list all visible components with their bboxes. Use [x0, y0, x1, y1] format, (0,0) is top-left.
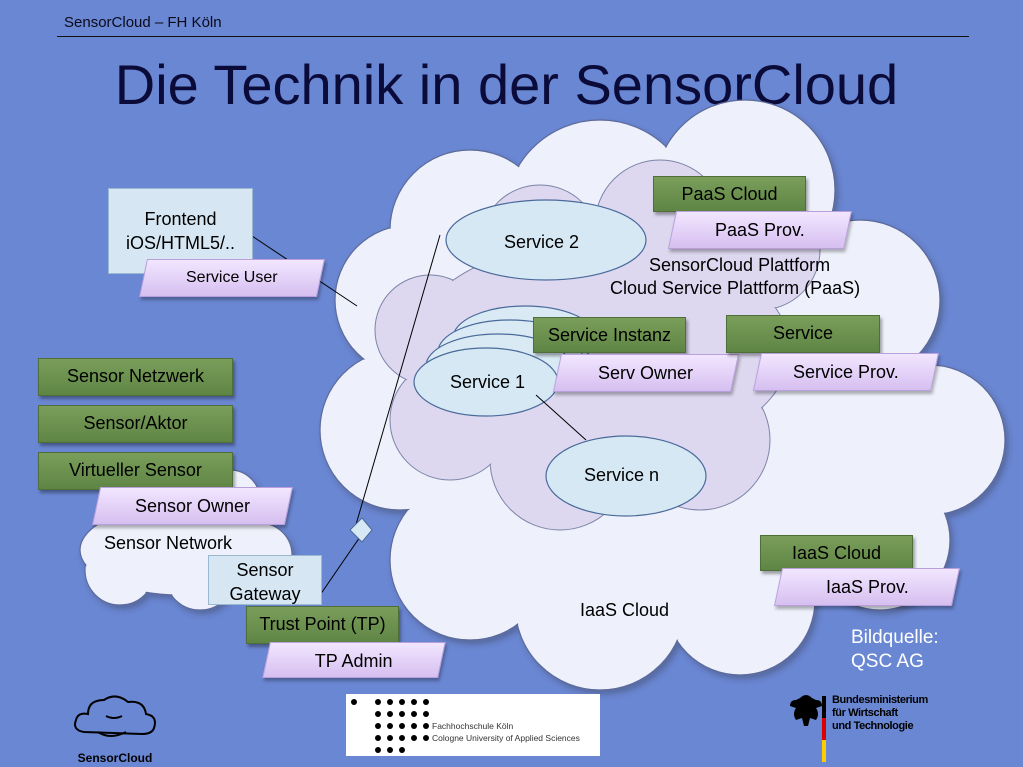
sensor-gateway-line2: Gateway [229, 584, 301, 604]
service2-label: Service 2 [504, 232, 580, 252]
tp-admin-label: TP Admin [262, 642, 446, 678]
federal-eagle-icon [790, 695, 826, 762]
sensor-aktor-box: Sensor/Aktor [38, 405, 233, 443]
bmwi-line3: und Technologie [832, 720, 914, 732]
bildquelle-line2: QSC AG [851, 651, 924, 672]
iaas-cloud-label: IaaS Cloud [580, 600, 670, 620]
bildquelle-line1: Bildquelle: [851, 627, 939, 648]
sensorcloud-logo: SensorCloud [70, 688, 160, 765]
sensor-gateway-box: Sensor Gateway [208, 555, 322, 605]
bmwi-logo: Bundesministerium für Wirtschaft und Tec… [782, 690, 962, 767]
service-instanz-box: Service Instanz [533, 317, 686, 353]
sensorcloud-logo-text: SensorCloud [77, 751, 153, 765]
serv-owner-label: Serv Owner [552, 354, 740, 392]
frontend-label-line1: Frontend [144, 209, 217, 229]
service2-ellipse [445, 199, 647, 281]
bmwi-line2: für Wirtschaft [832, 707, 898, 719]
frontend-label-line2: iOS/HTML5/.. [125, 233, 236, 253]
service-box: Service [726, 315, 880, 353]
paas-cloud-box: PaaS Cloud [653, 176, 806, 212]
sensor-owner-label: Sensor Owner [91, 487, 294, 525]
gateway-diamond [349, 517, 373, 543]
service1-label: Service 1 [450, 372, 526, 392]
service-prov-label: Service Prov. [752, 353, 940, 391]
header-text: SensorCloud – FH Köln [64, 14, 222, 31]
fh-koeln-logo: Fachhochschule Köln Cologne University o… [346, 694, 600, 756]
service-n-ellipse [545, 435, 707, 517]
bmwi-text: Bundesministerium für Wirtschaft und Tec… [832, 694, 928, 733]
sensor-gateway-line1: Sensor [236, 560, 294, 580]
fh-line1: Fachhochschule Köln [432, 721, 514, 731]
trust-point-box: Trust Point (TP) [246, 606, 399, 644]
header-divider [57, 36, 969, 37]
fh-line2: Cologne University of Applied Sciences [432, 733, 580, 743]
sensor-network-label: Sensor Network [104, 533, 233, 553]
service-n-label: Service n [584, 465, 660, 485]
iaas-cloud-box: IaaS Cloud [760, 535, 913, 571]
iaas-prov-label: IaaS Prov. [773, 568, 961, 606]
fh-koeln-text: Fachhochschule Köln Cologne University o… [432, 720, 580, 744]
paas-prov-label: PaaS Prov. [667, 211, 853, 249]
bmwi-line1: Bundesministerium [832, 694, 928, 706]
platform-label-line2: Cloud Service Plattform (PaaS) [610, 278, 861, 298]
fh-dots-icon [351, 699, 429, 753]
sensor-netzwerk-box: Sensor Netzwerk [38, 358, 233, 396]
virtueller-sensor-box: Virtueller Sensor [38, 452, 233, 490]
platform-label-line1: SensorCloud Plattform [649, 255, 831, 275]
image-source-note: Bildquelle: QSC AG [851, 626, 939, 674]
service-user-label: Service User [138, 259, 326, 297]
cloud-logo-icon [74, 695, 156, 737]
